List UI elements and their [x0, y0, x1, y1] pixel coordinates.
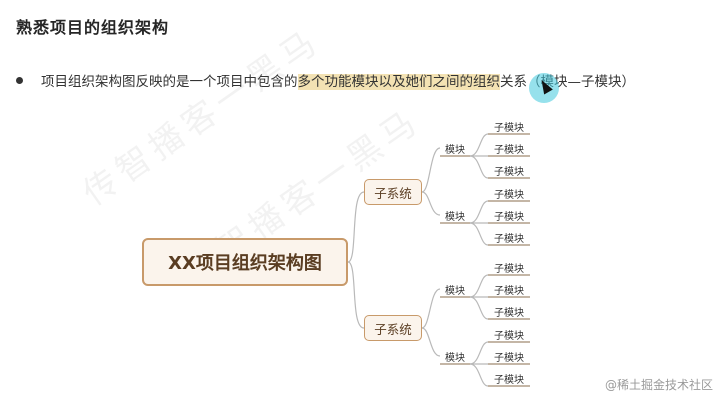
submodule-node: 子模块: [494, 263, 524, 275]
connector-line: [469, 363, 489, 387]
connector-line: [421, 191, 441, 216]
module-node: 模块: [445, 285, 465, 297]
submodule-node: 子模块: [494, 144, 524, 156]
connector-line: [469, 341, 489, 365]
submodule-node: 子模块: [494, 211, 524, 223]
submodule-node: 子模块: [494, 233, 524, 245]
connector-line: [469, 274, 489, 298]
bullet-text-before: 项目组织架构图反映的是一个项目中包含的: [41, 74, 298, 90]
bullet-text-highlighted: 多个功能模块以及她们之间的组织: [297, 74, 500, 90]
connector-line: [421, 327, 441, 357]
subsystem-node: 子系统: [364, 315, 422, 341]
connector-line: [469, 200, 489, 224]
connector-line: [421, 288, 441, 329]
module-node: 模块: [445, 144, 465, 156]
submodule-node: 子模块: [494, 330, 524, 342]
submodule-node: 子模块: [494, 285, 524, 297]
connector-line: [469, 222, 489, 246]
root-node: XX项目组织架构图: [142, 238, 348, 286]
footer-watermark: @稀土掘金技术社区: [604, 378, 713, 392]
connector-line: [421, 147, 441, 193]
connector-line: [469, 155, 489, 179]
bullet-item: 项目组织架构图反映的是一个项目中包含的多个功能模块以及她们之间的组织关系（模块—…: [16, 70, 721, 90]
connector-line: [347, 261, 365, 329]
submodule-node: 子模块: [494, 307, 524, 319]
submodule-node: 子模块: [494, 189, 524, 201]
connector-line: [469, 296, 489, 320]
subsystem-node: 子系统: [364, 179, 422, 205]
connector-line: [469, 133, 489, 157]
bullet-dot-icon: [16, 76, 23, 84]
module-node: 模块: [445, 211, 465, 223]
cursor-highlight: [529, 73, 559, 103]
module-node: 模块: [445, 352, 465, 364]
submodule-node: 子模块: [494, 166, 524, 178]
connector-line: [347, 191, 365, 263]
submodule-node: 子模块: [494, 122, 524, 134]
submodule-node: 子模块: [494, 374, 524, 386]
slide-title: 熟悉项目的组织架构: [16, 18, 170, 37]
submodule-node: 子模块: [494, 352, 524, 364]
